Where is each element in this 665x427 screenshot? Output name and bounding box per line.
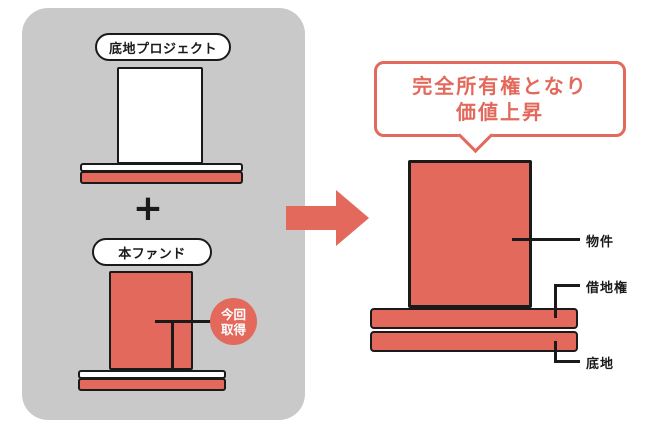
dimension-line-vertical: [171, 320, 174, 374]
leasehold-bar: [370, 308, 578, 329]
bubble-text-line1: 完全所有権となり: [412, 74, 588, 98]
right-arrow-icon: [286, 190, 369, 246]
property-label: 物件: [586, 235, 615, 250]
leasehold-connector-vertical: [554, 284, 557, 318]
acquired-badge-line1: 今回: [220, 306, 246, 322]
land-label: 底地: [586, 357, 615, 372]
top-figure-land-strip: [80, 171, 243, 184]
white-building: [117, 67, 203, 164]
fund-badge: 本ファンド: [92, 238, 212, 266]
project-badge: 底地プロジェクト: [95, 33, 231, 61]
property-connector-line: [512, 238, 580, 241]
bubble-text-line2: 価値上昇: [456, 100, 544, 124]
land-bar: [370, 331, 578, 352]
land-connector-vertical: [554, 341, 557, 362]
dimension-line-top: [155, 320, 212, 323]
acquired-badge-line2: 取得: [220, 321, 246, 337]
result-building: [408, 160, 532, 308]
leasehold-connector-horizontal: [554, 284, 580, 287]
land-connector-horizontal: [554, 360, 580, 363]
leasehold-label: 借地権: [586, 281, 629, 296]
speech-bubble: 完全所有権となり 価値上昇: [374, 61, 626, 154]
acquired-badge: 今回 取得: [210, 298, 257, 345]
plus-sign: +: [132, 188, 164, 229]
bottom-figure-land-strip: [78, 378, 226, 391]
